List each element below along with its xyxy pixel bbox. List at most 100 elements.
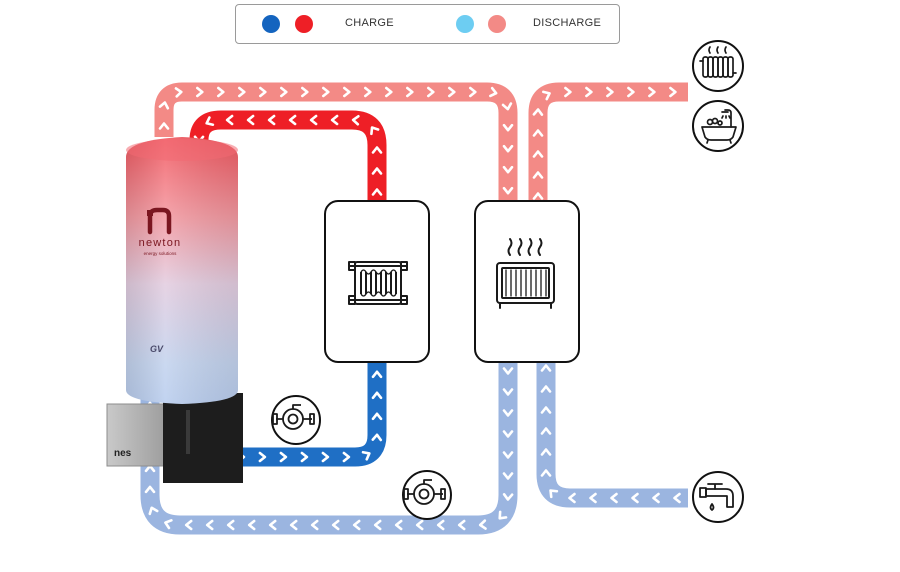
flow-direction-chevron xyxy=(196,86,204,98)
flow-direction-chevron xyxy=(279,86,288,98)
flow-direction-chevron xyxy=(610,492,618,504)
flow-direction-chevron xyxy=(648,86,656,98)
flow-direction-chevron xyxy=(321,451,330,463)
flow-direction-chevron xyxy=(342,86,351,98)
charge-hot-pipe xyxy=(189,110,387,203)
flow-direction-chevron xyxy=(502,430,514,438)
flow-direction-chevron xyxy=(502,451,514,459)
flow-direction-chevron xyxy=(370,126,380,136)
flow-direction-chevron xyxy=(268,519,277,531)
discharge-cold-pipe-in xyxy=(536,360,688,508)
flow-direction-chevron xyxy=(447,86,456,98)
flow-direction-chevron xyxy=(361,450,371,461)
flow-direction-chevron xyxy=(540,427,552,435)
flow-direction-chevron xyxy=(540,364,552,372)
bathtub[interactable] xyxy=(692,100,744,152)
discharge-hot-pipe-out xyxy=(528,82,688,207)
flow-direction-chevron xyxy=(247,519,256,531)
flow-direction-chevron xyxy=(309,114,318,126)
flow-direction-chevron xyxy=(415,519,424,531)
flow-direction-chevron xyxy=(258,451,267,463)
flow-direction-chevron xyxy=(226,519,235,531)
flow-direction-chevron xyxy=(502,472,514,480)
flow-direction-chevron xyxy=(174,87,183,98)
charge-pump[interactable] xyxy=(271,395,321,445)
flow-direction-chevron xyxy=(502,186,514,195)
flow-direction-chevron xyxy=(532,171,544,179)
flow-direction-chevron xyxy=(606,86,614,98)
flow-direction-chevron xyxy=(373,519,382,531)
radiator-icon xyxy=(699,46,737,78)
flow-direction-chevron xyxy=(288,114,297,126)
radiator[interactable] xyxy=(692,40,744,92)
flow-direction-chevron xyxy=(164,519,173,530)
circulation-pump-icon xyxy=(403,479,446,505)
flow-direction-chevron xyxy=(342,451,351,463)
legend-charge-hot-dot xyxy=(295,15,313,33)
heat-pump-box[interactable] xyxy=(474,200,580,363)
flow-direction-chevron xyxy=(436,519,445,531)
flow-direction-chevron xyxy=(158,122,170,130)
flow-direction-chevron xyxy=(371,188,383,196)
flow-direction-chevron xyxy=(300,86,309,98)
flow-direction-chevron xyxy=(279,451,288,463)
flow-direction-chevron xyxy=(371,391,383,400)
flow-direction-chevron xyxy=(502,388,514,396)
flow-direction-chevron xyxy=(371,370,383,379)
tank-brand-name: newton xyxy=(139,237,182,249)
flow-direction-chevron xyxy=(225,114,234,126)
flow-direction-chevron xyxy=(652,492,660,504)
circulation-pump-icon xyxy=(272,404,315,430)
flow-direction-chevron xyxy=(267,114,276,126)
flow-direction-chevron xyxy=(321,86,330,98)
flow-direction-chevron xyxy=(564,86,572,98)
flow-direction-chevron xyxy=(352,519,361,531)
legend-charge-label: CHARGE xyxy=(345,17,394,29)
flow-direction-chevron xyxy=(468,86,477,98)
legend-discharge-hot-dot xyxy=(488,15,506,33)
flow-direction-chevron xyxy=(542,90,551,101)
flow-direction-chevron xyxy=(540,469,552,477)
flow-direction-chevron xyxy=(331,519,340,531)
flow-direction-chevron xyxy=(371,412,383,421)
flow-direction-chevron xyxy=(217,86,225,98)
flow-direction-chevron xyxy=(394,519,403,531)
flow-direction-chevron xyxy=(205,519,214,531)
flow-direction-chevron xyxy=(502,165,514,174)
flow-direction-chevron xyxy=(532,192,544,200)
flow-direction-chevron xyxy=(532,150,544,158)
flow-direction-chevron xyxy=(289,519,298,531)
flow-direction-chevron xyxy=(330,114,339,126)
cold-water-tap[interactable] xyxy=(692,471,744,523)
storage-tank: nes newton energy solutions GV xyxy=(106,137,243,483)
discharge-pump[interactable] xyxy=(402,470,452,520)
flow-direction-chevron xyxy=(478,519,487,530)
flow-direction-chevron xyxy=(371,433,383,442)
flow-direction-chevron xyxy=(502,409,514,417)
heat-pump-icon xyxy=(496,238,555,309)
flow-direction-chevron xyxy=(502,493,514,501)
tank-model-mark: GV xyxy=(150,344,164,354)
flow-direction-chevron xyxy=(532,108,544,116)
flow-direction-chevron xyxy=(246,114,255,126)
flow-direction-chevron xyxy=(351,114,360,126)
flow-direction-chevron xyxy=(540,406,552,414)
flow-direction-chevron xyxy=(184,519,193,531)
flow-direction-chevron xyxy=(371,167,383,175)
flow-direction-chevron xyxy=(144,485,156,494)
flow-direction-chevron xyxy=(589,492,597,504)
flow-direction-chevron xyxy=(148,506,159,516)
flow-direction-chevron xyxy=(310,519,319,531)
flow-direction-chevron xyxy=(532,129,544,137)
flow-direction-chevron xyxy=(669,86,677,98)
legend: CHARGE DISCHARGE xyxy=(235,4,620,44)
flow-direction-chevron xyxy=(502,123,514,132)
flow-direction-chevron xyxy=(498,510,508,520)
tank-base-black-module xyxy=(163,393,243,483)
legend-discharge-cold-dot xyxy=(456,15,474,33)
flow-direction-chevron xyxy=(540,385,552,393)
flow-direction-chevron xyxy=(627,86,635,98)
flow-direction-chevron xyxy=(631,492,639,504)
bathtub-shower-icon xyxy=(701,109,737,144)
